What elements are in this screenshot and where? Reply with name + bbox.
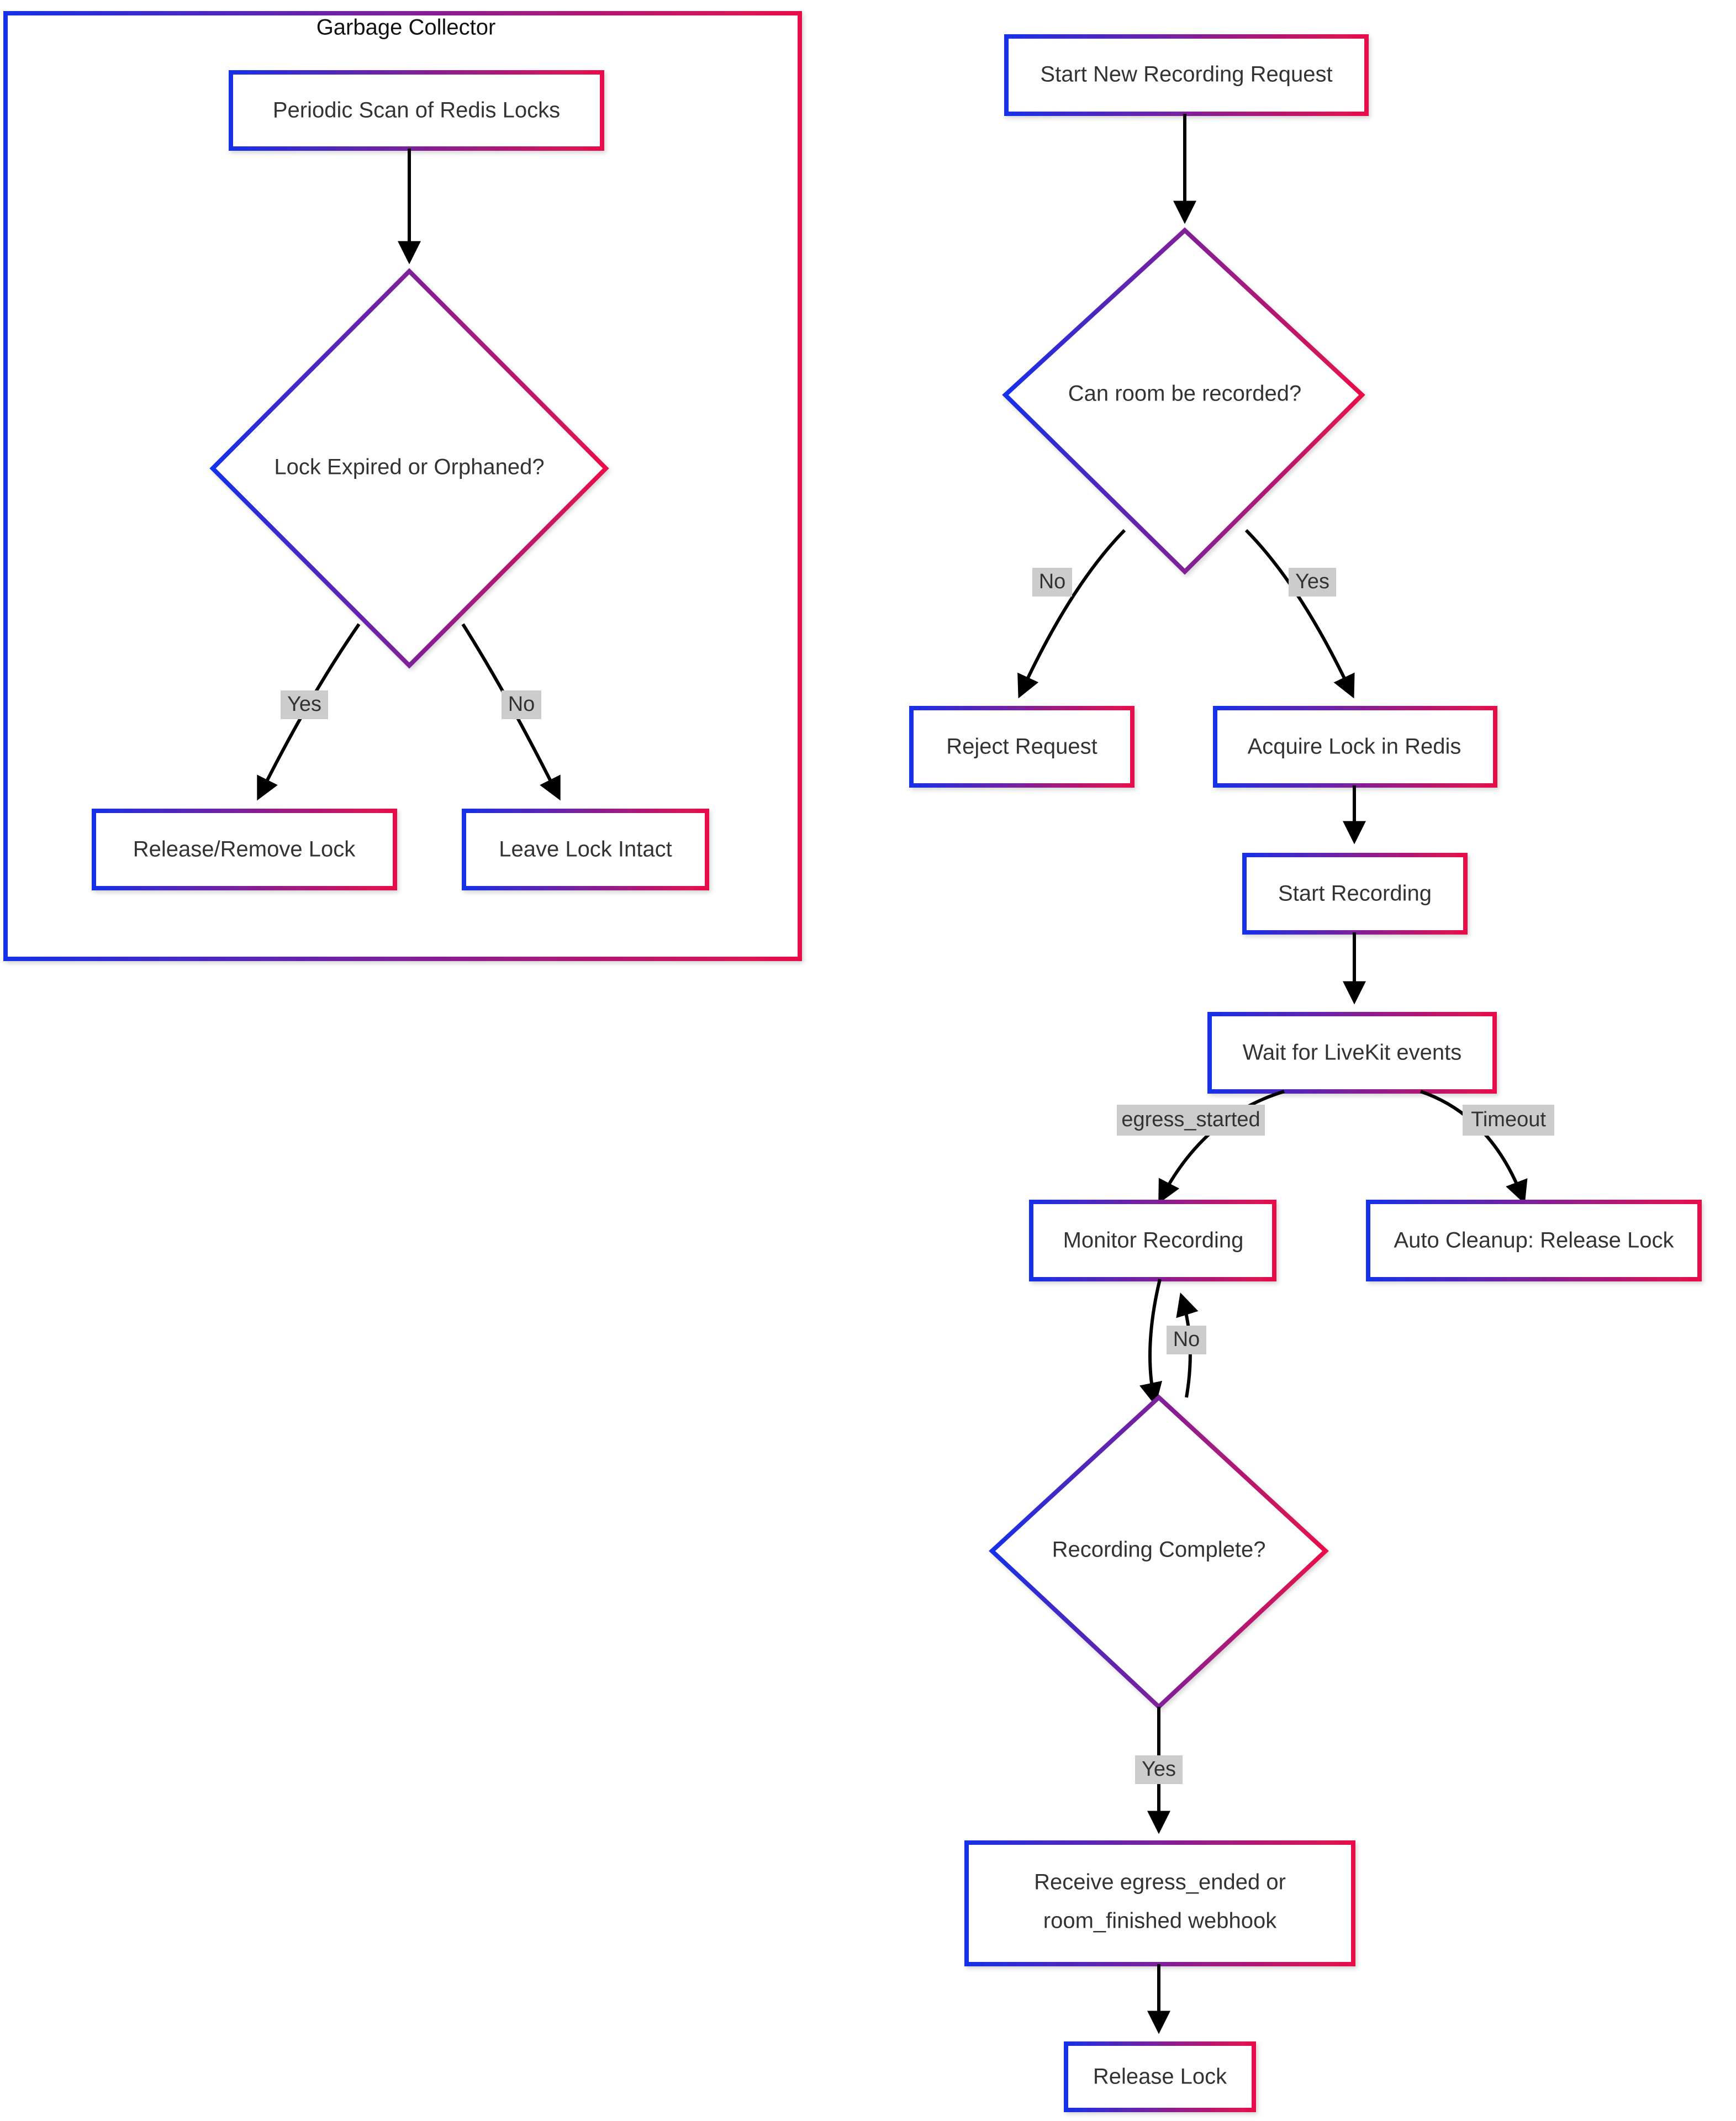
node-label-monitor-recording: Monitor Recording [1063, 1228, 1244, 1253]
node-diamond [209, 268, 609, 669]
node-box [1207, 1012, 1497, 1094]
node-box [462, 809, 709, 890]
edge-label-bg [1167, 1326, 1206, 1354]
node-label-lock-expired: Lock Expired or Orphaned? [274, 455, 544, 479]
node-box [1004, 34, 1369, 116]
edge-label-monitor-no: No [1167, 1326, 1206, 1354]
edge-can-record-yes [1244, 529, 1355, 699]
node-leave-lock-intact[interactable]: Leave Lock Intact [462, 809, 709, 890]
node-box [1029, 1200, 1276, 1281]
node-auto-cleanup[interactable]: Auto Cleanup: Release Lock [1366, 1200, 1702, 1281]
node-start-recording[interactable]: Start Recording [1242, 853, 1468, 935]
node-box [1213, 706, 1497, 788]
edge-label-text: Yes [1142, 1758, 1176, 1781]
node-start-new-recording[interactable]: Start New Recording Request [1004, 34, 1369, 116]
edge-label-complete-yes: Yes [1135, 1755, 1183, 1784]
node-acquire-lock[interactable]: Acquire Lock in Redis [1213, 706, 1497, 788]
node-diamond [1002, 227, 1365, 575]
node-box [964, 1840, 1355, 1966]
node-release-lock[interactable]: Release Lock [1064, 2041, 1256, 2112]
edge-label-gc-yes: Yes [281, 690, 328, 719]
edge-label-text: egress_started [1121, 1108, 1260, 1131]
edge-label-bg [1032, 568, 1072, 597]
node-box [909, 706, 1135, 788]
node-label-release-lock: Release Lock [1093, 2065, 1227, 2089]
edge-monitor-to-recording-complete [1139, 1279, 1163, 1406]
edge-label-egress-started: egress_started [1117, 1105, 1265, 1136]
node-box [1366, 1200, 1702, 1281]
node-box [229, 70, 604, 151]
node-receive-webhook[interactable]: Receive egress_ended or room_finished we… [964, 1840, 1355, 1966]
node-lock-expired[interactable]: Lock Expired or Orphaned? [209, 268, 609, 669]
edge-label-room-no: No [1032, 568, 1072, 597]
node-monitor-recording[interactable]: Monitor Recording [1029, 1200, 1276, 1281]
node-label-can-room-be-recorded: Can room be recorded? [1068, 382, 1301, 406]
node-label-receive-webhook-line2: room_finished webhook [1043, 1909, 1277, 1933]
node-label-release-remove-lock: Release/Remove Lock [133, 837, 356, 862]
edge-label-text: Timeout [1471, 1108, 1546, 1131]
edge-can-record-no [1017, 529, 1126, 699]
edge-label-text: Yes [287, 693, 321, 716]
node-reject-request[interactable]: Reject Request [909, 706, 1135, 788]
node-box [1064, 2041, 1256, 2112]
node-label-start-recording: Start Recording [1278, 882, 1432, 906]
edge-label-bg [1135, 1755, 1183, 1784]
edge-label-bg [1463, 1105, 1554, 1136]
node-label-periodic-scan: Periodic Scan of Redis Locks [273, 98, 560, 123]
node-can-room-be-recorded[interactable]: Can room be recorded? [1002, 227, 1365, 575]
node-label-reject-request: Reject Request [946, 735, 1097, 759]
node-label-leave-lock-intact: Leave Lock Intact [499, 837, 672, 862]
edge-label-timeout: Timeout [1463, 1105, 1554, 1136]
node-label-wait-for-livekit: Wait for LiveKit events [1243, 1041, 1461, 1065]
node-release-remove-lock[interactable]: Release/Remove Lock [92, 809, 397, 890]
edge-label-text: No [508, 693, 535, 716]
node-label-start-new-recording: Start New Recording Request [1040, 62, 1332, 87]
node-wait-for-livekit[interactable]: Wait for LiveKit events [1207, 1012, 1497, 1094]
node-box [1242, 853, 1468, 935]
edge-label-gc-no: No [502, 690, 541, 719]
node-label-auto-cleanup: Auto Cleanup: Release Lock [1394, 1228, 1675, 1253]
node-box [92, 809, 397, 890]
edge-label-bg [1117, 1105, 1265, 1136]
node-recording-complete[interactable]: Recording Complete? [989, 1394, 1329, 1710]
subgraph-title: Garbage Collector [316, 15, 496, 40]
node-periodic-scan[interactable]: Periodic Scan of Redis Locks [229, 70, 604, 151]
edge-label-text: Yes [1295, 570, 1329, 593]
node-label-receive-webhook-line1: Receive egress_ended or [1034, 1870, 1286, 1895]
node-label-recording-complete: Recording Complete? [1052, 1538, 1266, 1562]
edge-label-bg [281, 690, 328, 719]
edge-label-room-yes: Yes [1289, 568, 1336, 597]
edge-label-bg [1289, 568, 1336, 597]
edge-label-text: No [1173, 1328, 1200, 1351]
node-label-acquire-lock: Acquire Lock in Redis [1248, 735, 1461, 759]
edge-label-bg [502, 690, 541, 719]
edge-label-text: No [1039, 570, 1066, 593]
